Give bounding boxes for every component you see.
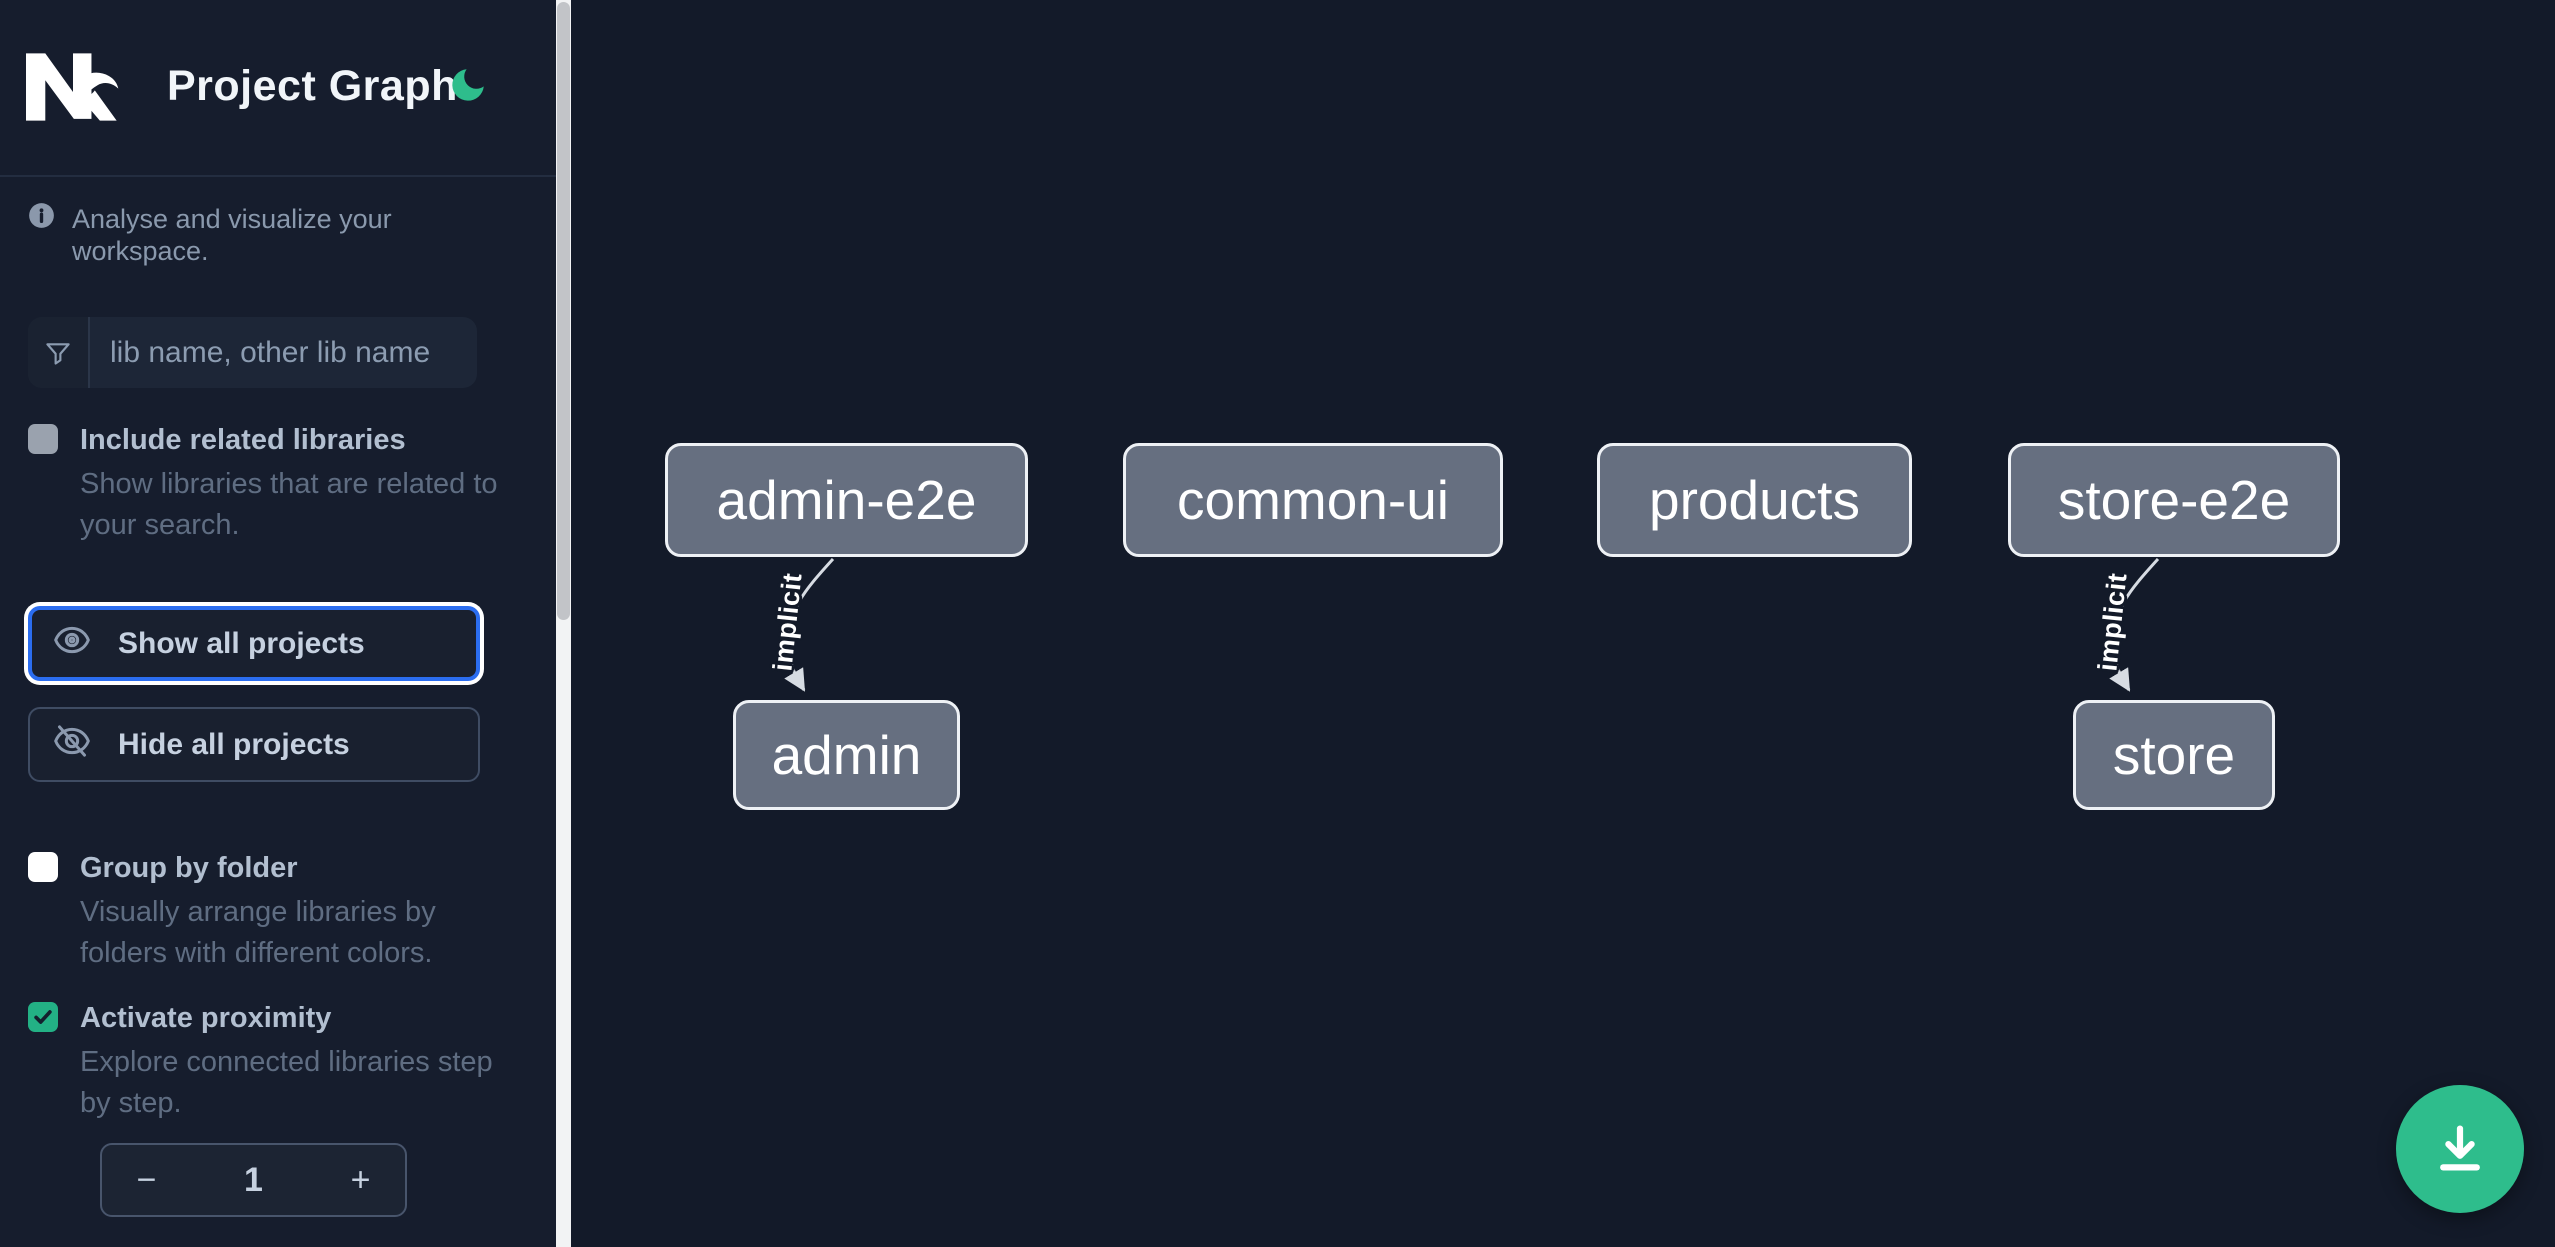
dependency-edges [784,557,2160,692]
include-related-description: Show libraries that are related to your … [80,468,498,541]
include-related-checkbox[interactable] [28,424,58,454]
eye-slash-icon [52,721,92,769]
download-image-button[interactable] [2396,1085,2524,1213]
project-node-store[interactable]: store [2073,700,2275,810]
eye-icon [52,620,92,668]
sidebar-scrollbar-thumb[interactable] [557,2,570,620]
project-node-store-e2e[interactable]: store-e2e [2008,443,2340,557]
group-by-folder-description: Visually arrange libraries by folders wi… [80,896,436,969]
checkbox-row-include-related: Include related libraries Show libraries… [28,423,506,546]
activate-proximity-label: Activate proximity [80,1002,332,1034]
filter-input[interactable] [90,317,477,388]
show-all-projects-label: Show all projects [118,626,365,660]
checkbox-row-group-by-folder: Group by folder Visually arrange librari… [28,851,506,974]
project-node-admin-e2e[interactable]: admin-e2e [665,443,1028,557]
hide-all-projects-label: Hide all projects [118,727,350,761]
include-related-label: Include related libraries [80,424,406,456]
graph-canvas[interactable]: implicit implicit admin-e2e common-ui pr… [571,0,2555,1247]
group-by-folder-checkbox[interactable] [28,852,58,882]
workspace-tagline: Analyse and visualize your workspace. [72,204,392,266]
page-title: Project Graph [167,62,458,110]
checkbox-row-activate-proximity: Activate proximity Explore connected lib… [28,1001,506,1124]
hide-all-projects-button[interactable]: Hide all projects [28,707,480,782]
moon-icon [447,64,489,109]
stepper-increment-button[interactable]: + [316,1145,405,1215]
project-node-admin[interactable]: admin [733,700,960,810]
nx-logo-icon [26,53,120,121]
show-all-projects-button[interactable]: Show all projects [28,606,480,681]
sidebar-scrollbar-track[interactable] [556,0,571,1247]
sidebar: Project Graph Analyse and visualize your… [0,0,556,1247]
activate-proximity-description: Explore connected libraries step by step… [80,1046,493,1119]
sidebar-header: Project Graph [0,0,556,177]
project-node-common-ui[interactable]: common-ui [1123,443,1503,557]
info-icon [28,202,55,234]
activate-proximity-checkbox[interactable] [28,1002,58,1032]
theme-toggle-button[interactable] [440,58,496,114]
stepper-value[interactable]: 1 [244,1160,263,1199]
filter-input-group [28,317,477,388]
proximity-depth-stepper: − 1 + [100,1143,407,1217]
edge-store-e2e-store [2109,557,2160,692]
funnel-icon [28,317,90,388]
edge-admin-e2e-admin [784,557,835,692]
stepper-decrement-button[interactable]: − [102,1145,191,1215]
checkmark-icon [34,1010,52,1024]
download-icon [2429,1117,2491,1182]
project-node-products[interactable]: products [1597,443,1912,557]
workspace-tagline-row: Analyse and visualize your workspace. [28,202,528,267]
group-by-folder-label: Group by folder [80,852,298,884]
